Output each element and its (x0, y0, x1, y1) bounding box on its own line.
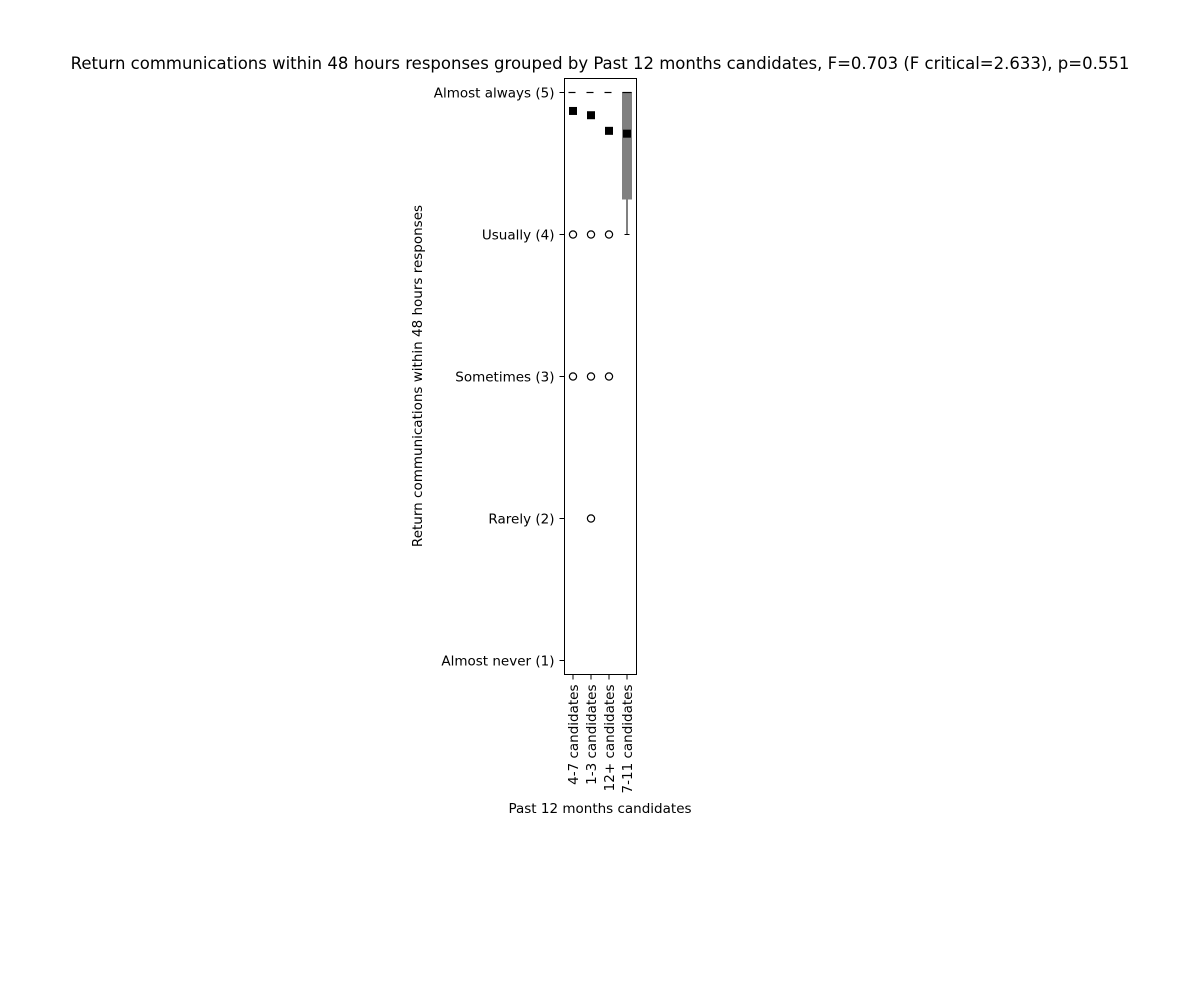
x-tick-label: 4-7 candidates (566, 685, 582, 785)
mean-marker (587, 111, 595, 120)
outlier-point (586, 230, 596, 239)
y-tick-label: Almost always (5) (434, 86, 555, 102)
mean-marker (623, 129, 631, 138)
x-axis-label: Past 12 months candidates (508, 801, 691, 817)
y-tick-label: Usually (4) (482, 228, 555, 244)
outlier-point (604, 372, 614, 381)
box-group (586, 91, 596, 523)
mean-marker (605, 126, 613, 135)
y-tick-label: Rarely (2) (488, 512, 554, 528)
x-tick-label: 12+ candidates (602, 685, 618, 792)
box (622, 92, 632, 200)
y-axis-label: Return communications within 48 hours re… (410, 205, 426, 547)
box-group (568, 91, 578, 381)
outlier-point (568, 372, 578, 381)
outlier-point (604, 230, 614, 239)
chart-title: Return communications within 48 hours re… (71, 54, 1130, 73)
outlier-point (586, 372, 596, 381)
y-tick-label: Sometimes (3) (455, 370, 554, 386)
outlier-point (568, 230, 578, 239)
box-group (604, 91, 614, 381)
plot-area (568, 91, 632, 523)
outlier-point (586, 514, 596, 523)
box-group (622, 91, 632, 235)
mean-marker (569, 106, 577, 115)
x-tick-label: 7-11 candidates (620, 685, 636, 794)
y-tick-label: Almost never (1) (441, 654, 554, 670)
x-tick-label: 1-3 candidates (584, 685, 600, 785)
